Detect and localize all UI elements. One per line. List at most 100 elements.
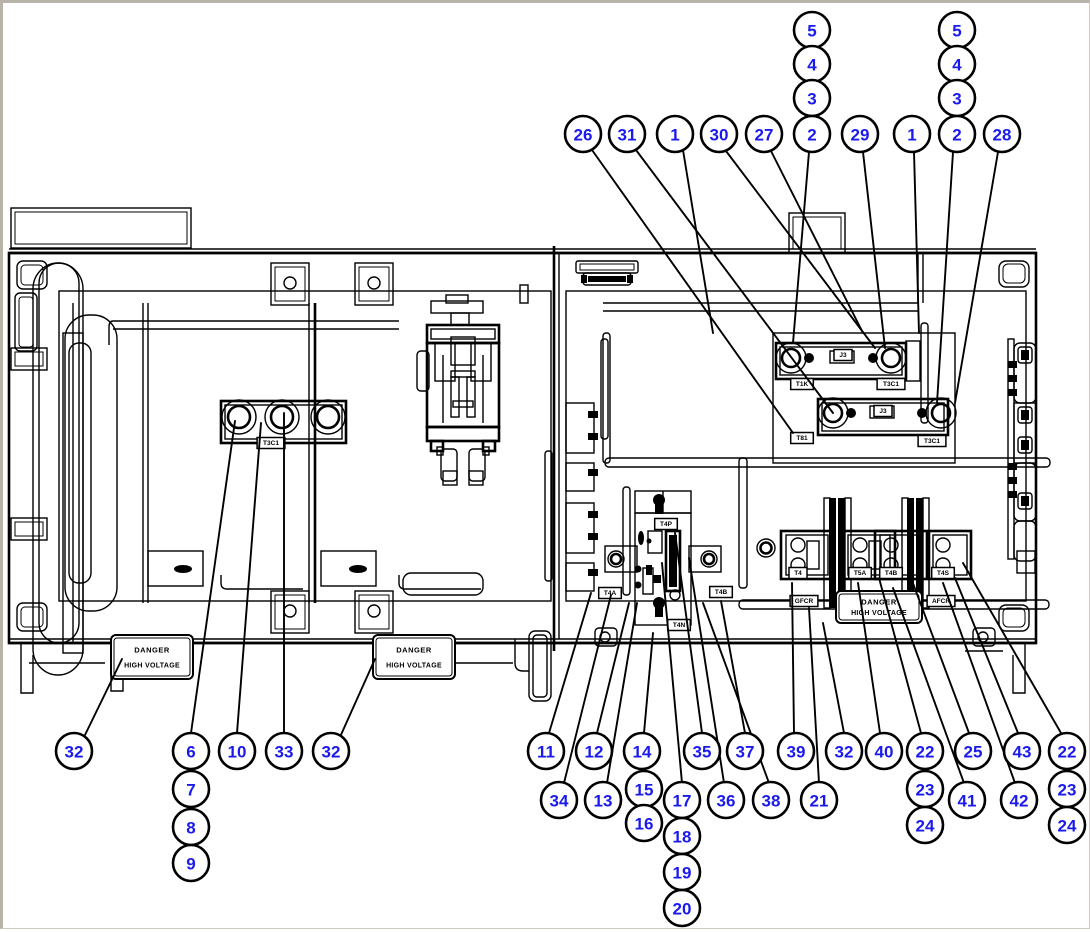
callout-circle[interactable]	[999, 780, 1039, 820]
callout-27[interactable]: 27	[744, 114, 784, 154]
callout-circle[interactable]	[776, 731, 816, 771]
callout-circle[interactable]	[905, 805, 945, 845]
callout-circle[interactable]	[264, 731, 304, 771]
callout-41[interactable]: 41	[947, 780, 987, 820]
callout-circle[interactable]	[622, 731, 662, 771]
callout-42[interactable]: 42	[999, 780, 1039, 820]
callout-38[interactable]: 38	[751, 780, 791, 820]
callout-4[interactable]: 4	[792, 44, 832, 84]
callout-circle[interactable]	[892, 114, 932, 154]
callout-circle[interactable]	[54, 731, 94, 771]
callout-20[interactable]: 20	[662, 888, 702, 928]
callout-circle[interactable]	[311, 731, 351, 771]
callout-3[interactable]: 3	[792, 78, 832, 118]
callout-22[interactable]: 22	[905, 731, 945, 771]
danger-word: DANGER	[134, 645, 170, 654]
callout-8[interactable]: 8	[171, 807, 211, 847]
callout-18[interactable]: 18	[662, 816, 702, 856]
component-tag-text: T4S	[937, 570, 950, 577]
callout-39[interactable]: 39	[776, 731, 816, 771]
callout-32[interactable]: 32	[54, 731, 94, 771]
callout-3[interactable]: 3	[937, 78, 977, 118]
callout-34[interactable]: 34	[539, 780, 579, 820]
callout-circle[interactable]	[953, 731, 993, 771]
callout-circle[interactable]	[217, 731, 257, 771]
callout-37[interactable]: 37	[725, 731, 765, 771]
callout-circle[interactable]	[526, 731, 566, 771]
callout-30[interactable]: 30	[699, 114, 739, 154]
callout-25[interactable]: 25	[953, 731, 993, 771]
callout-22[interactable]: 22	[1047, 731, 1087, 771]
callout-circle[interactable]	[744, 114, 784, 154]
callout-number: 4	[952, 56, 962, 75]
callout-32[interactable]: 32	[311, 731, 351, 771]
callout-33[interactable]: 33	[264, 731, 304, 771]
callout-circle[interactable]	[624, 803, 664, 843]
callout-40[interactable]: 40	[864, 731, 904, 771]
callout-15[interactable]: 15	[624, 769, 664, 809]
callout-21[interactable]: 21	[799, 780, 839, 820]
callout-1[interactable]: 1	[655, 114, 695, 154]
callout-36[interactable]: 36	[706, 780, 746, 820]
callout-28[interactable]: 28	[982, 114, 1022, 154]
callout-circle[interactable]	[682, 731, 722, 771]
callout-24[interactable]: 24	[1047, 805, 1087, 845]
callout-43[interactable]: 43	[1002, 731, 1042, 771]
callout-23[interactable]: 23	[1047, 769, 1087, 809]
callout-circle[interactable]	[662, 888, 702, 928]
callout-9[interactable]: 9	[171, 843, 211, 883]
callout-5[interactable]: 5	[792, 10, 832, 50]
callout-circle[interactable]	[1002, 731, 1042, 771]
callout-circle[interactable]	[864, 731, 904, 771]
callout-circle[interactable]	[1047, 731, 1087, 771]
callout-4[interactable]: 4	[937, 44, 977, 84]
callout-26[interactable]: 26	[563, 114, 603, 154]
mounting-tabs-left-bottom	[270, 590, 394, 634]
callout-14[interactable]: 14	[622, 731, 662, 771]
callout-circle[interactable]	[539, 780, 579, 820]
callout-10[interactable]: 10	[217, 731, 257, 771]
callout-circle[interactable]	[799, 780, 839, 820]
callout-circle[interactable]	[655, 114, 695, 154]
callout-circle[interactable]	[171, 769, 211, 809]
callout-circle[interactable]	[699, 114, 739, 154]
callout-circle[interactable]	[905, 731, 945, 771]
callout-2[interactable]: 2	[792, 114, 832, 154]
callout-circle[interactable]	[937, 114, 977, 154]
callout-31[interactable]: 31	[607, 114, 647, 154]
callout-circle[interactable]	[574, 731, 614, 771]
callout-32[interactable]: 32	[824, 731, 864, 771]
callout-7[interactable]: 7	[171, 769, 211, 809]
callout-5[interactable]: 5	[937, 10, 977, 50]
callout-6[interactable]: 6	[171, 731, 211, 771]
callout-circle[interactable]	[792, 114, 832, 154]
callout-2[interactable]: 2	[937, 114, 977, 154]
callout-17[interactable]: 17	[662, 780, 702, 820]
callout-circle[interactable]	[583, 780, 623, 820]
callout-12[interactable]: 12	[574, 731, 614, 771]
callout-circle[interactable]	[1047, 805, 1087, 845]
callout-35[interactable]: 35	[682, 731, 722, 771]
callout-24[interactable]: 24	[905, 805, 945, 845]
component-tag: T4B	[878, 566, 904, 580]
callout-29[interactable]: 29	[840, 114, 880, 154]
callout-circle[interactable]	[706, 780, 746, 820]
callout-circle[interactable]	[982, 114, 1022, 154]
callout-circle[interactable]	[751, 780, 791, 820]
callout-16[interactable]: 16	[624, 803, 664, 843]
callout-circle[interactable]	[171, 843, 211, 883]
callout-13[interactable]: 13	[583, 780, 623, 820]
callout-19[interactable]: 19	[662, 852, 702, 892]
callout-1[interactable]: 1	[892, 114, 932, 154]
callout-circle[interactable]	[824, 731, 864, 771]
callout-circle[interactable]	[171, 731, 211, 771]
callout-circle[interactable]	[563, 114, 603, 154]
callout-circle[interactable]	[725, 731, 765, 771]
left-door-post	[10, 262, 118, 676]
callout-23[interactable]: 23	[905, 769, 945, 809]
callout-circle[interactable]	[947, 780, 987, 820]
callout-11[interactable]: 11	[526, 731, 566, 771]
callout-circle[interactable]	[840, 114, 880, 154]
callout-circle[interactable]	[607, 114, 647, 154]
